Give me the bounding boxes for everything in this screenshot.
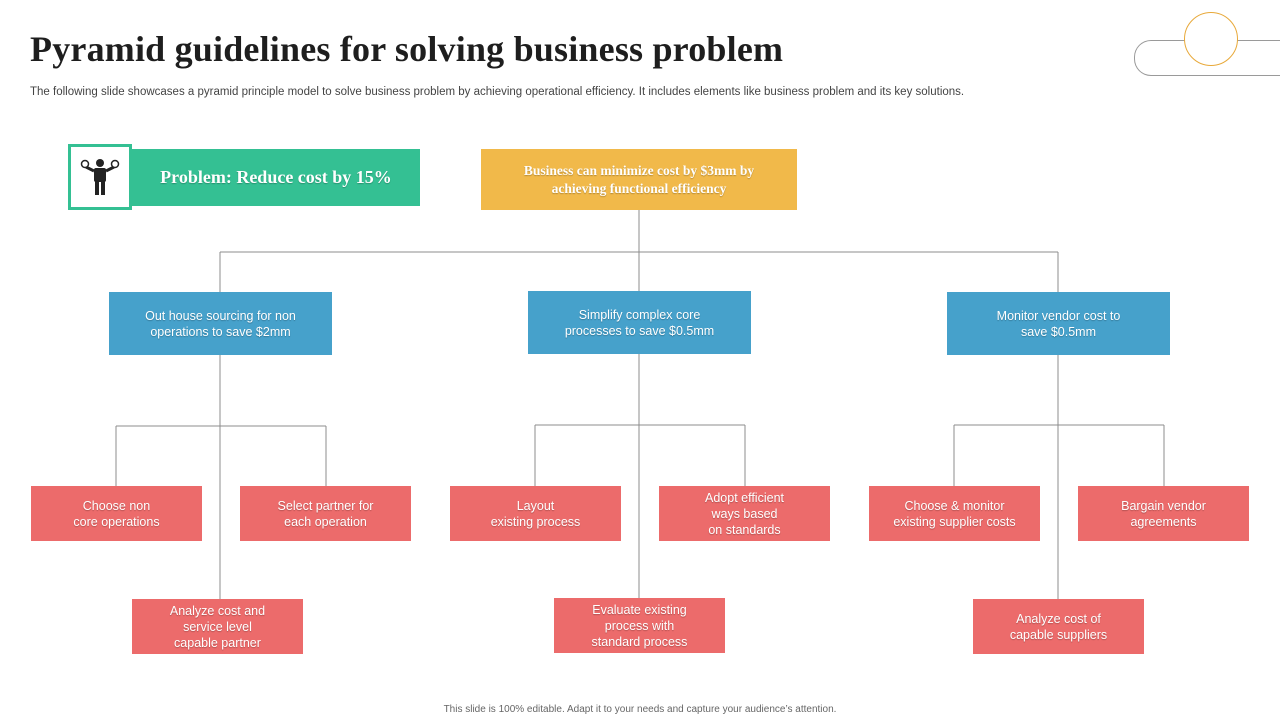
problem-statement: Problem: Reduce cost by 15% [132, 149, 420, 206]
action-monitor-supplier: Choose & monitor existing supplier costs [869, 486, 1040, 541]
branch-outsourcing: Out house sourcing for non operations to… [109, 292, 332, 355]
action-select-partner: Select partner for each operation [240, 486, 411, 541]
action-analyze-suppliers: Analyze cost of capable suppliers [973, 599, 1144, 654]
slide-title: Pyramid guidelines for solving business … [30, 29, 784, 69]
action-analyze-partner: Analyze cost and service level capable p… [132, 599, 303, 654]
branch-monitor-vendor: Monitor vendor cost to save $0.5mm [947, 292, 1170, 355]
branch-simplify-processes: Simplify complex core processes to save … [528, 291, 751, 354]
slide-footer: This slide is 100% editable. Adapt it to… [443, 704, 837, 715]
action-bargain-vendor: Bargain vendor agreements [1078, 486, 1249, 541]
top-goal-box: Business can minimize cost by $3mm by ac… [481, 149, 797, 210]
action-layout-process: Layout existing process [450, 486, 621, 541]
action-evaluate-process: Evaluate existing process with standard … [554, 598, 725, 653]
decorative-circle [1184, 12, 1238, 66]
action-adopt-efficient: Adopt efficient ways based on standards [659, 486, 830, 541]
slide-subtitle: The following slide showcases a pyramid … [30, 86, 965, 98]
person-balance-icon [68, 144, 132, 210]
action-choose-non-core: Choose non core operations [31, 486, 202, 541]
